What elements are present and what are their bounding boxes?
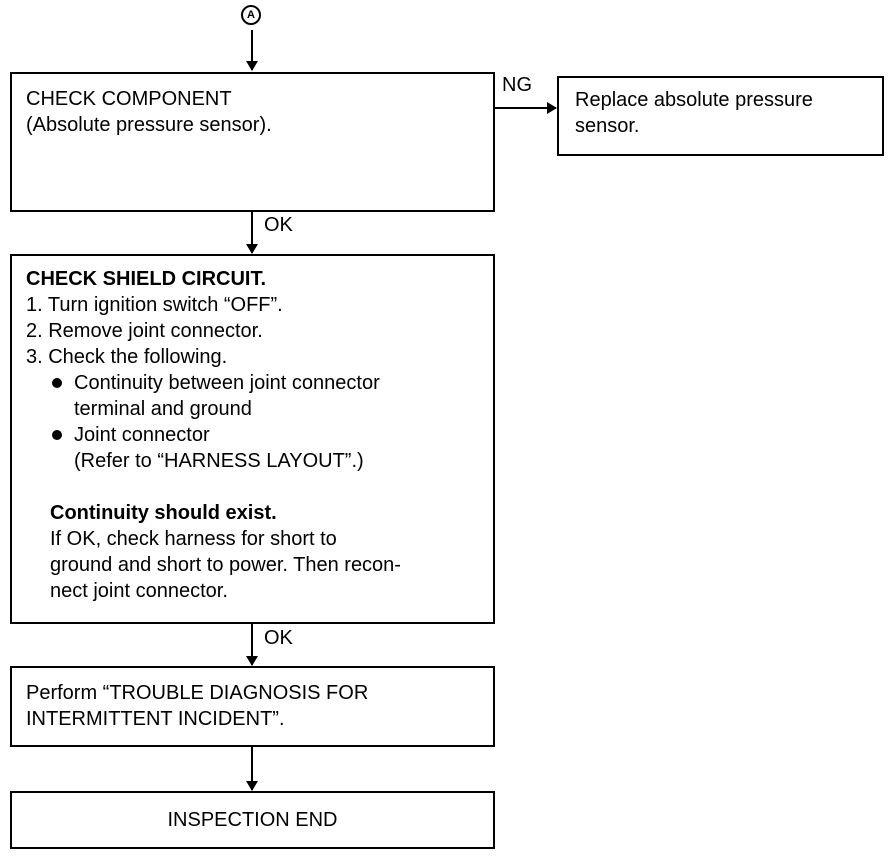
ok-label-1: OK [264, 214, 293, 236]
ok-label-2: OK [264, 627, 293, 649]
shield-bullet-1: Continuity between joint connector termi… [26, 370, 479, 422]
shield-bullet-1-line-1: Continuity between joint connector [74, 372, 380, 394]
perform-line-2: INTERMITTENT INCIDENT”. [26, 708, 285, 730]
ng-label: NG [502, 74, 532, 96]
shield-bullet-2-line-2: (Refer to “HARNESS LAYOUT”.) [74, 450, 364, 472]
check-shield-circuit-box: CHECK SHIELD CIRCUIT. 1. Turn ignition s… [10, 254, 495, 624]
check-component-subtitle: (Absolute pressure sensor). [26, 114, 272, 136]
bullet-dot-icon [52, 430, 62, 440]
replace-line-2: sensor. [575, 115, 640, 137]
connector-a: A [241, 5, 261, 25]
perform-diagnosis-box: Perform “TROUBLE DIAGNOSIS FOR INTERMITT… [10, 666, 495, 747]
shield-note-2: ground and short to power. Then recon- [50, 554, 401, 576]
shield-result: Continuity should exist. [50, 502, 277, 524]
shield-bullet-2: Joint connector (Refer to “HARNESS LAYOU… [26, 422, 479, 474]
shield-title: CHECK SHIELD CIRCUIT. [26, 268, 267, 290]
shield-note-3: nect joint connector. [50, 580, 228, 602]
replace-line-1: Replace absolute pressure [575, 89, 813, 111]
shield-step-1: 1. Turn ignition switch “OFF”. [26, 294, 283, 316]
inspection-end-box: INSPECTION END [10, 791, 495, 849]
shield-bullet-1-line-2: terminal and ground [74, 398, 252, 420]
perform-line-1: Perform “TROUBLE DIAGNOSIS FOR [26, 682, 369, 704]
check-component-title: CHECK COMPONENT [26, 88, 232, 110]
replace-sensor-box: Replace absolute pressure sensor. [557, 76, 884, 156]
connector-a-label: A [247, 8, 255, 21]
bullet-dot-icon [52, 378, 62, 388]
check-component-box: CHECK COMPONENT (Absolute pressure senso… [10, 72, 495, 212]
shield-note-1: If OK, check harness for short to [50, 528, 337, 550]
shield-bullet-2-line-1: Joint connector [74, 424, 210, 446]
shield-step-2: 2. Remove joint connector. [26, 320, 263, 342]
inspection-end-label: INSPECTION END [167, 809, 338, 831]
shield-step-3: 3. Check the following. [26, 346, 228, 368]
